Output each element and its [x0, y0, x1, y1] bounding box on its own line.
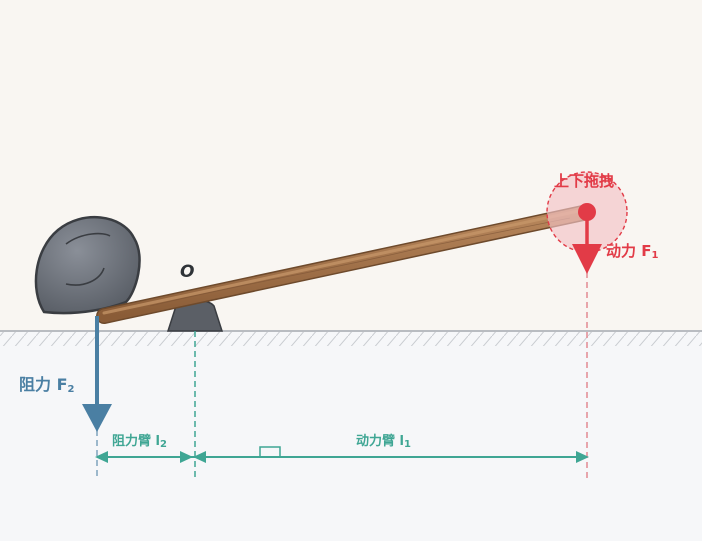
resistance-force-text: 阻力 F: [19, 375, 68, 394]
resistance-force-sub: 2: [67, 384, 75, 395]
effort-arm-label: 动力臂 l1: [356, 430, 411, 450]
effort-arm-sub: 1: [403, 439, 411, 450]
effort-force-label: 动力 F1: [606, 240, 658, 261]
drag-hint-label: 上下拖拽: [554, 172, 615, 190]
effort-arm-dimension: [193, 446, 589, 463]
ground-area: [0, 331, 702, 541]
fulcrum-label: O: [180, 262, 195, 282]
lever-bar[interactable]: [96, 205, 591, 324]
drag-handle-icon[interactable]: [578, 203, 596, 221]
resistance-arm-label: 阻力臂 l2: [112, 430, 167, 450]
resistance-force-label: 阻力 F2: [19, 371, 74, 395]
ground-hatch: [0, 331, 702, 346]
resistance-arm-dimension: [95, 451, 195, 463]
resistance-arm-text: 阻力臂 l: [112, 434, 160, 449]
effort-force-sub: 1: [651, 250, 659, 261]
rock-icon: [34, 216, 141, 315]
effort-arm-text: 动力臂 l: [356, 434, 404, 449]
resistance-force-arrow: [82, 316, 112, 432]
resistance-arm-sub: 2: [159, 439, 167, 450]
effort-force-text: 动力 F: [606, 242, 652, 260]
right-angle-icon: [259, 446, 281, 457]
